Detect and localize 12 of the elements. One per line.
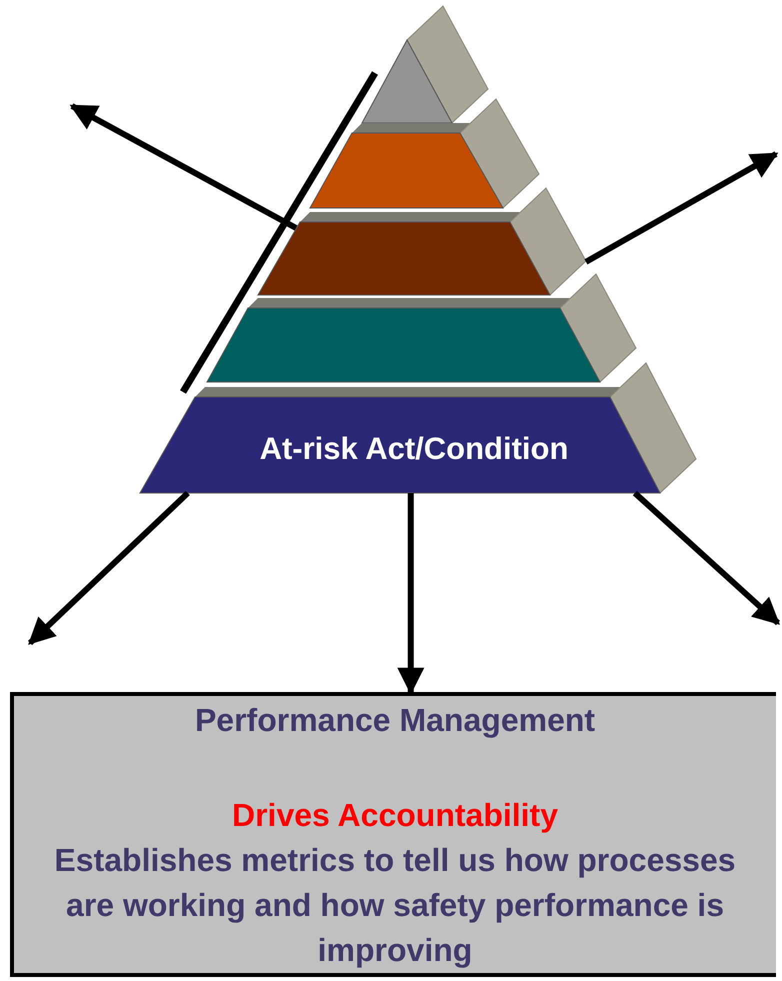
pyramid-layer xyxy=(310,99,539,208)
arrow xyxy=(584,151,778,264)
box-heading: Performance Management xyxy=(194,701,596,740)
arrow xyxy=(632,490,780,626)
arrow xyxy=(397,493,424,695)
subheading: Drives Accountability xyxy=(232,796,558,835)
pyramid-top-triangle xyxy=(362,6,488,123)
description: Establishes metrics to tell us how processes are working and how safety performance is improving xyxy=(53,841,737,970)
arrow xyxy=(28,490,190,646)
text-box xyxy=(10,692,776,977)
layer-label: At-risk Act/Condition xyxy=(258,431,570,467)
arrow xyxy=(70,103,298,231)
